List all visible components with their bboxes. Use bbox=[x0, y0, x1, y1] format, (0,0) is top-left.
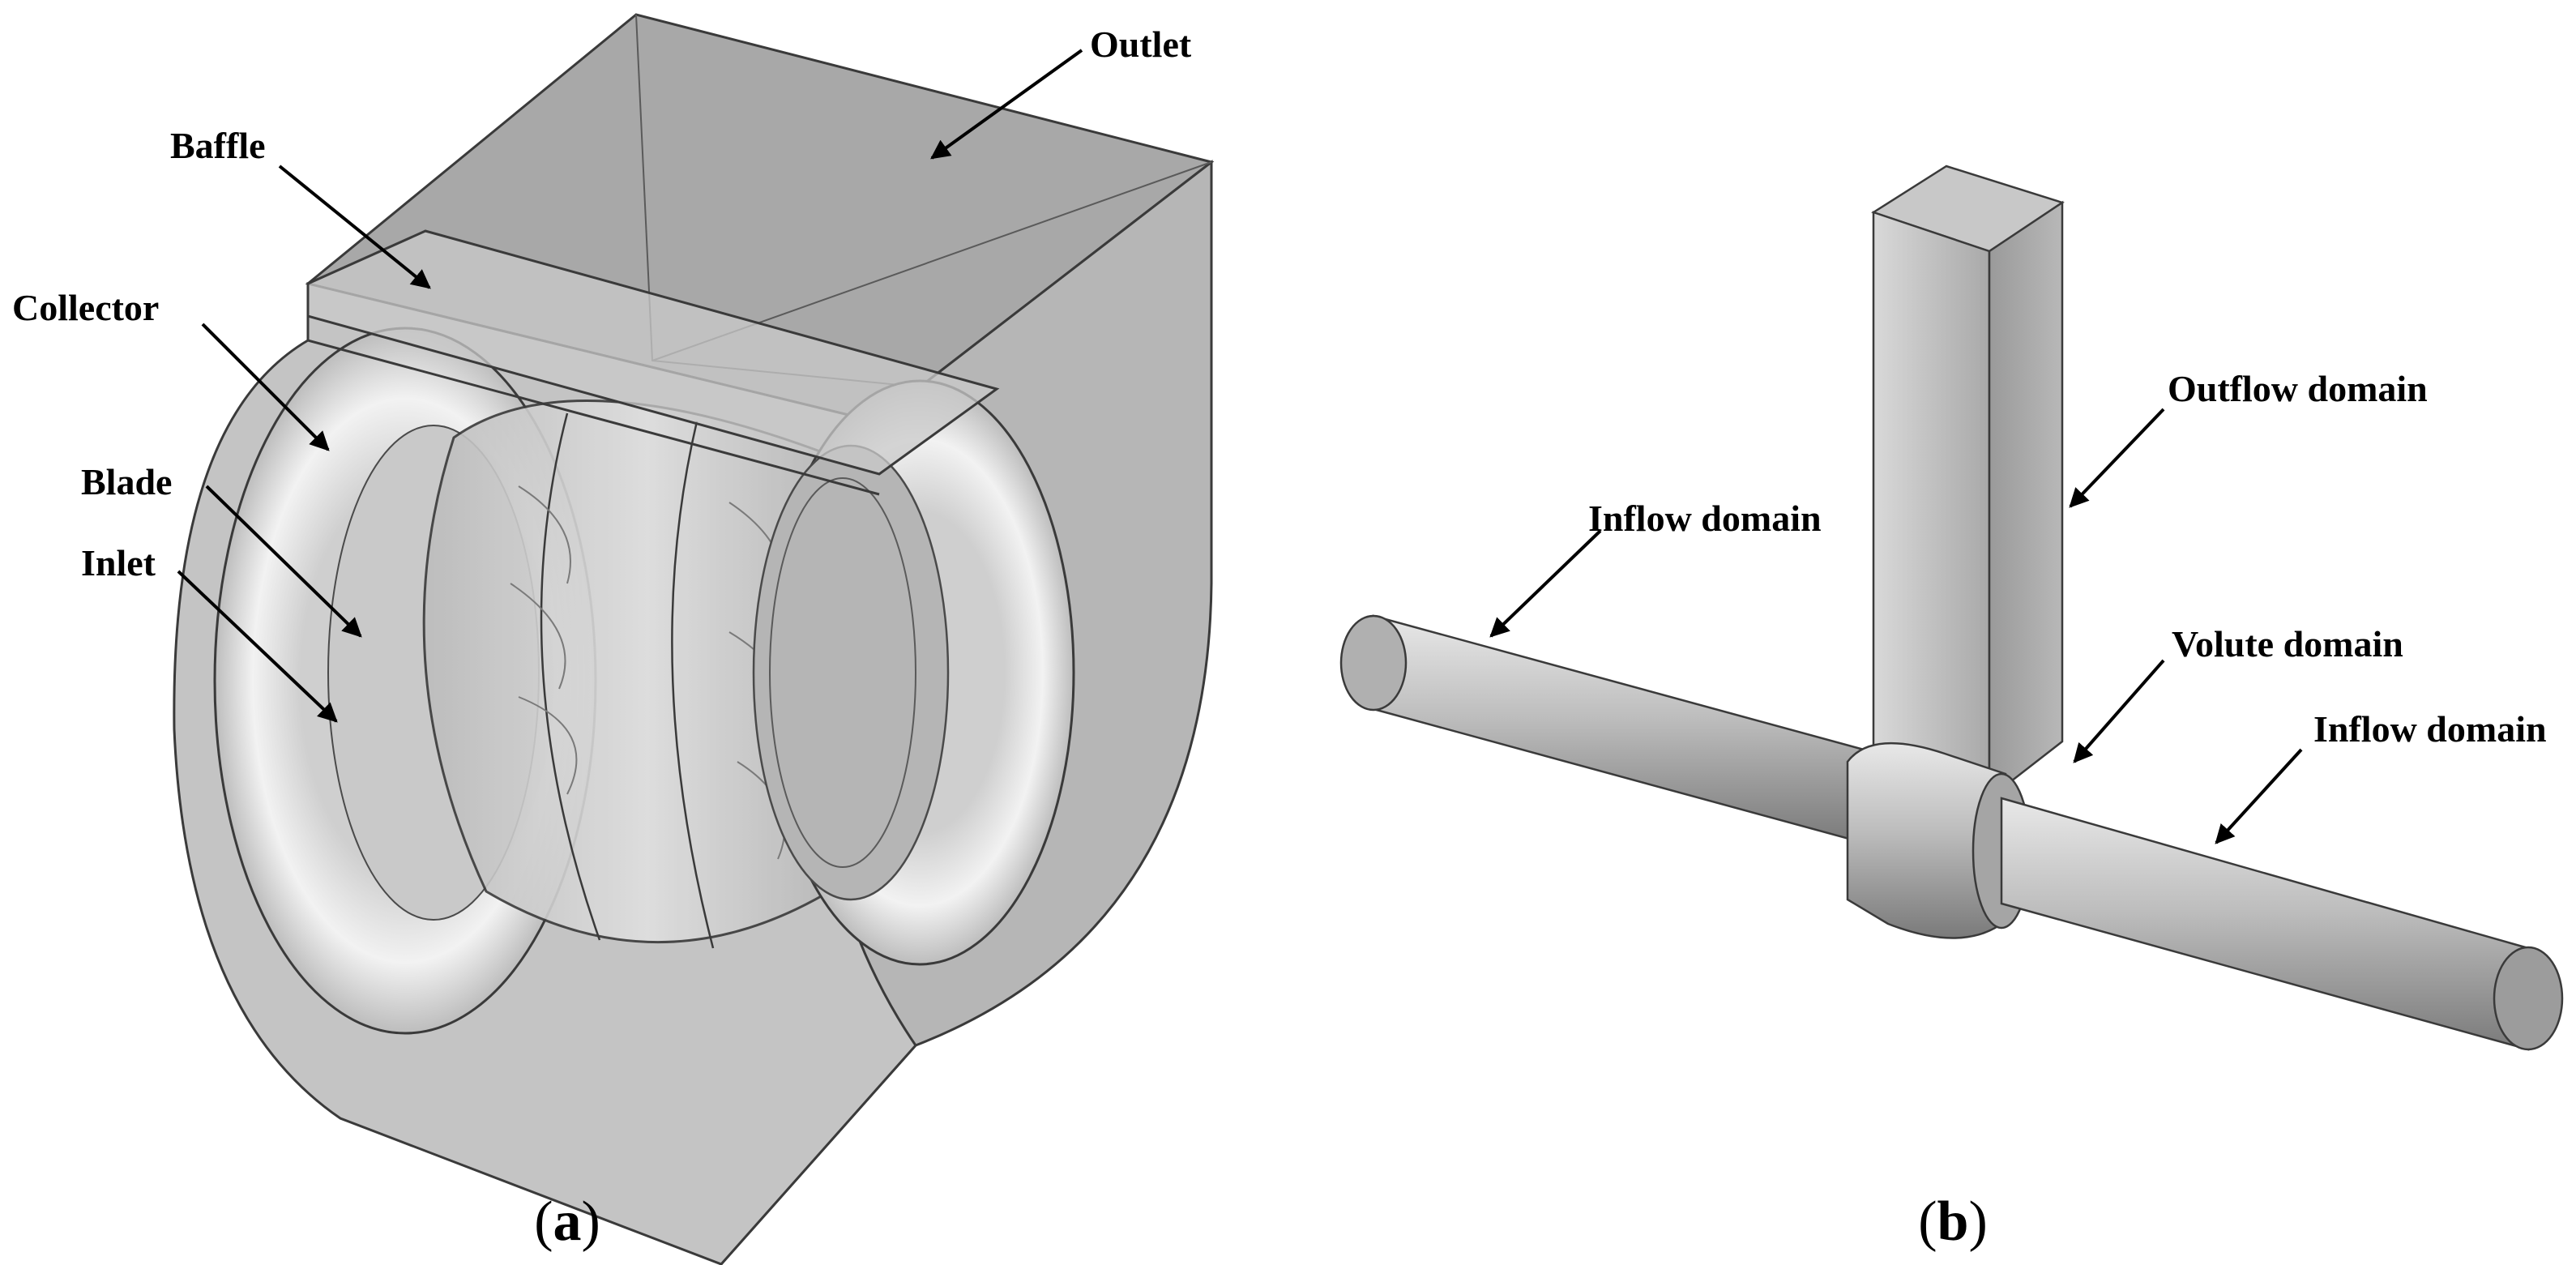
drum-band-1 bbox=[540, 412, 601, 941]
label-outlet: Outlet bbox=[1090, 24, 1192, 65]
arrow-collector bbox=[201, 323, 330, 451]
drum-band-2 bbox=[671, 421, 715, 949]
inlet-inner-rim bbox=[769, 477, 916, 868]
panel-a-fan-model: Outlet Baffle Collector Blade Inlet (a) bbox=[12, 13, 1215, 1265]
arrow-outflow bbox=[2069, 408, 2165, 508]
arrow-volute bbox=[2073, 659, 2165, 763]
panel-b-arrows bbox=[1489, 408, 2303, 844]
label-outflow-domain: Outflow domain bbox=[2168, 368, 2428, 409]
baffle-edge bbox=[307, 339, 880, 496]
panel-a-arrows bbox=[177, 49, 1083, 723]
label-inflow-domain-right: Inflow domain bbox=[2313, 708, 2547, 750]
inflow-rod-left-end bbox=[1339, 614, 1408, 712]
inflow-rod-right-end bbox=[2493, 946, 2564, 1051]
caption-a: (a) bbox=[534, 1190, 600, 1253]
inflow-rod-left bbox=[1372, 614, 1865, 844]
arrow-baffle bbox=[278, 165, 431, 289]
arrow-inlet bbox=[177, 570, 338, 723]
label-inlet: Inlet bbox=[81, 542, 156, 583]
outflow-box-side bbox=[1988, 200, 2064, 801]
outflow-box-front bbox=[1872, 211, 1991, 800]
arrow-inflow-right bbox=[2215, 748, 2303, 844]
arrow-inflow-left bbox=[1489, 529, 1602, 638]
arrow-blade bbox=[205, 485, 362, 638]
label-blade: Blade bbox=[81, 461, 172, 502]
panel-b-domains: Outflow domain Inflow domain Volute doma… bbox=[1339, 165, 2564, 1253]
inlet-opening-right bbox=[752, 444, 950, 901]
label-collector: Collector bbox=[12, 287, 159, 328]
arrow-outlet bbox=[930, 49, 1083, 160]
inflow-rod-right bbox=[2000, 797, 2530, 1051]
label-inflow-domain-left: Inflow domain bbox=[1588, 498, 1822, 539]
label-baffle: Baffle bbox=[170, 125, 266, 166]
caption-b: (b) bbox=[1918, 1190, 1988, 1253]
baffle-plate bbox=[306, 229, 1000, 476]
label-volute-domain: Volute domain bbox=[2172, 623, 2403, 665]
